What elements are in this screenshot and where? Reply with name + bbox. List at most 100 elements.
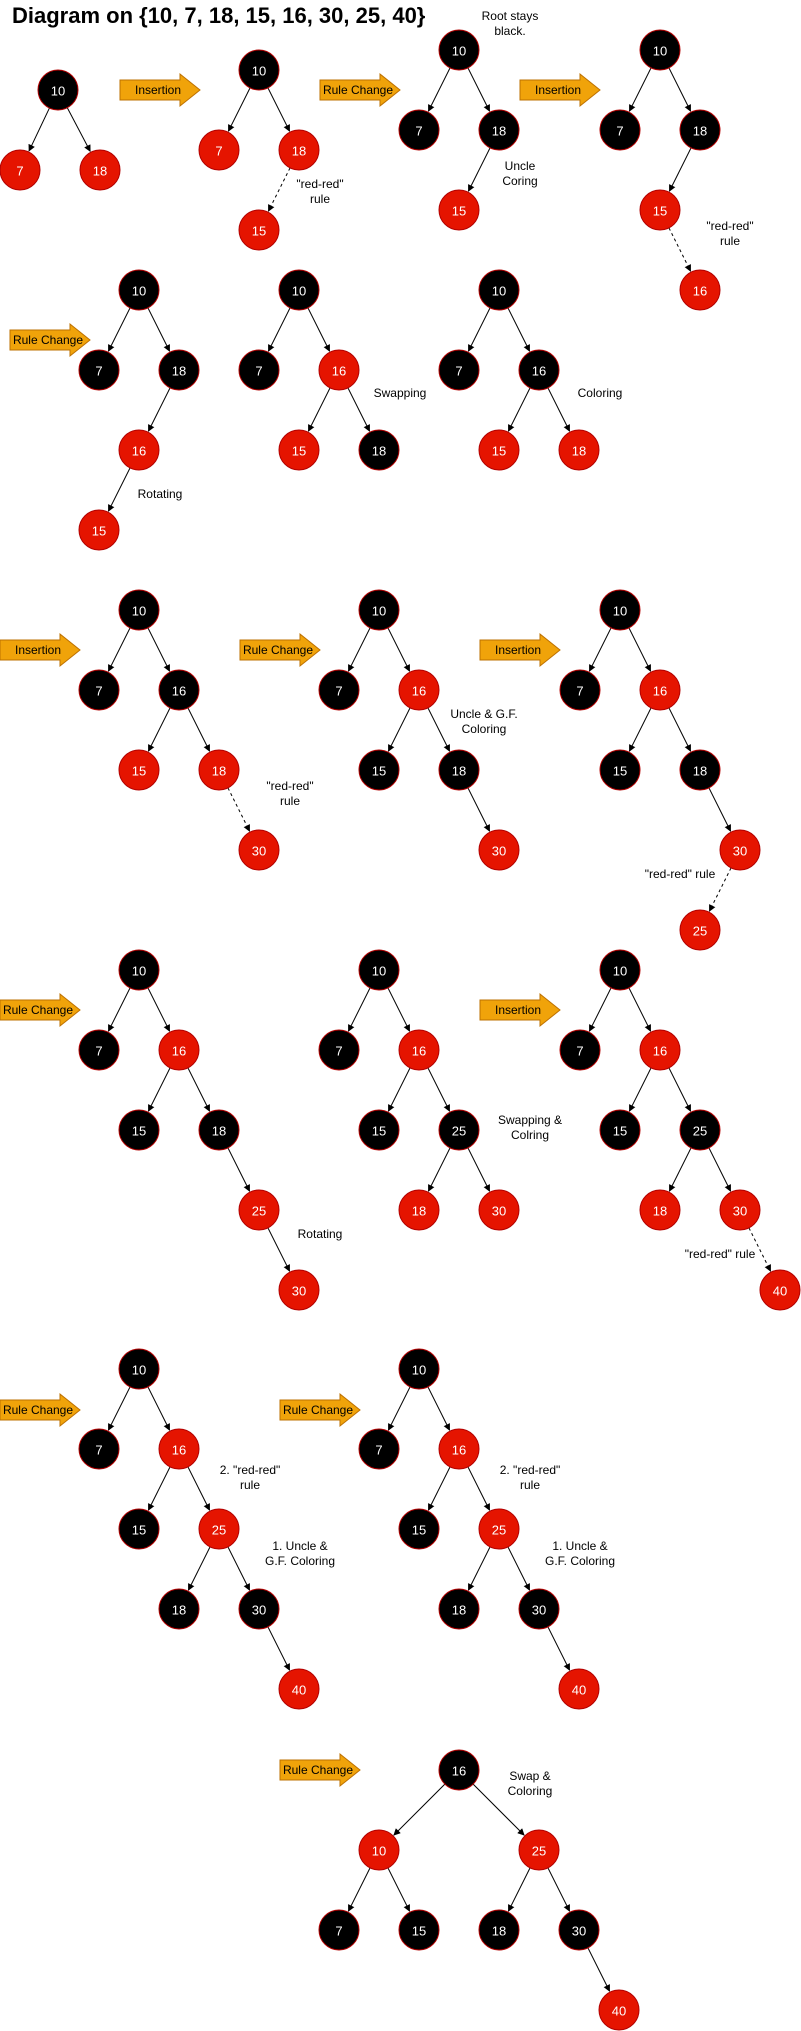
red-node <box>78 509 120 551</box>
node-label: 10 <box>372 964 386 979</box>
node-label: 30 <box>733 844 747 859</box>
black-node <box>358 589 400 631</box>
black-node <box>398 109 440 151</box>
tree-edge <box>267 307 291 352</box>
node-label: 30 <box>492 844 506 859</box>
tree-edge <box>588 627 612 672</box>
tree-9 <box>347 627 491 832</box>
step-arrow: Insertion <box>479 992 561 1028</box>
step-arrow-label: Insertion <box>535 83 581 97</box>
step-arrow-label: Insertion <box>15 643 61 657</box>
black-node <box>358 429 400 471</box>
black-node <box>78 1029 120 1071</box>
block-arrow-shape <box>479 632 561 668</box>
tree-edge <box>427 67 451 112</box>
black-node <box>118 1348 160 1390</box>
annotation: Rotating <box>298 1227 343 1241</box>
tree-edge <box>307 387 331 432</box>
tree-edge <box>668 1067 692 1112</box>
black-node <box>318 1909 360 1951</box>
black-node <box>198 1109 240 1151</box>
red-node <box>438 189 480 231</box>
red-node <box>79 149 121 191</box>
node-label: 18 <box>653 1204 667 1219</box>
red-node <box>318 349 360 391</box>
tree-5 <box>107 307 171 512</box>
black-node <box>438 1588 480 1630</box>
red-node <box>478 1189 520 1231</box>
node-label: 40 <box>292 1683 306 1698</box>
red-node <box>278 1668 320 1710</box>
tree-edge <box>147 627 171 672</box>
step-arrow-label: Rule Change <box>13 333 83 347</box>
dashed-edge <box>748 1227 772 1272</box>
tree-edge <box>507 307 531 352</box>
node-label: 15 <box>132 764 146 779</box>
tree-edge <box>507 387 531 432</box>
black-node <box>37 69 79 111</box>
node-label: 7 <box>255 364 262 379</box>
tree-edge <box>147 387 171 432</box>
tree-14 <box>107 1386 291 1671</box>
black-node <box>158 669 200 711</box>
red-node <box>198 1508 240 1550</box>
red-node <box>198 129 240 171</box>
step-arrow-label: Insertion <box>495 643 541 657</box>
node-label: 15 <box>292 444 306 459</box>
tree-edge <box>628 627 652 672</box>
dashed-edge <box>227 787 251 832</box>
tree-edge <box>66 107 91 153</box>
node-label: 25 <box>693 924 707 939</box>
red-node <box>238 209 280 251</box>
tree-edge <box>427 707 451 752</box>
tree-edge <box>708 1147 732 1192</box>
black-node <box>358 1428 400 1470</box>
node-label: 16 <box>653 1044 667 1059</box>
red-node <box>198 749 240 791</box>
block-arrow-shape <box>9 322 91 358</box>
node-label: 7 <box>576 1044 583 1059</box>
node-label: 15 <box>412 1523 426 1538</box>
node-label: 30 <box>572 1924 586 1939</box>
black-node <box>599 749 641 791</box>
node-label: 10 <box>252 64 266 79</box>
node-label: 18 <box>492 1924 506 1939</box>
node-label: 7 <box>576 684 583 699</box>
tree-edge <box>147 1386 171 1431</box>
node-label: 25 <box>693 1124 707 1139</box>
red-node <box>639 189 681 231</box>
black-node <box>438 29 480 71</box>
red-node <box>478 1508 520 1550</box>
dashed-edge <box>267 167 291 212</box>
node-label: 10 <box>372 1844 386 1859</box>
annotation-line: rule <box>720 234 740 248</box>
node-label: 25 <box>212 1523 226 1538</box>
annotation-line: Coloring <box>578 386 623 400</box>
black-node <box>318 1029 360 1071</box>
tree-edge <box>628 987 652 1032</box>
node-label: 25 <box>532 1844 546 1859</box>
annotation: "red-red"rule <box>296 177 343 206</box>
black-node <box>599 1109 641 1151</box>
node-label: 7 <box>455 364 462 379</box>
step-arrow-label: Rule Change <box>283 1403 353 1417</box>
tree-edge <box>668 1147 692 1192</box>
tree-edge <box>588 987 612 1032</box>
annotation-line: Colring <box>511 1128 549 1142</box>
black-node <box>118 1508 160 1550</box>
node-label: 18 <box>172 364 186 379</box>
step-arrow-label: Rule Change <box>3 1003 73 1017</box>
node-label: 18 <box>452 764 466 779</box>
black-node <box>238 1588 280 1630</box>
black-node <box>518 1588 560 1630</box>
node-label: 10 <box>132 604 146 619</box>
block-arrow-shape <box>0 992 81 1028</box>
annotation-line: rule <box>240 1478 260 1492</box>
node-label: 15 <box>653 204 667 219</box>
